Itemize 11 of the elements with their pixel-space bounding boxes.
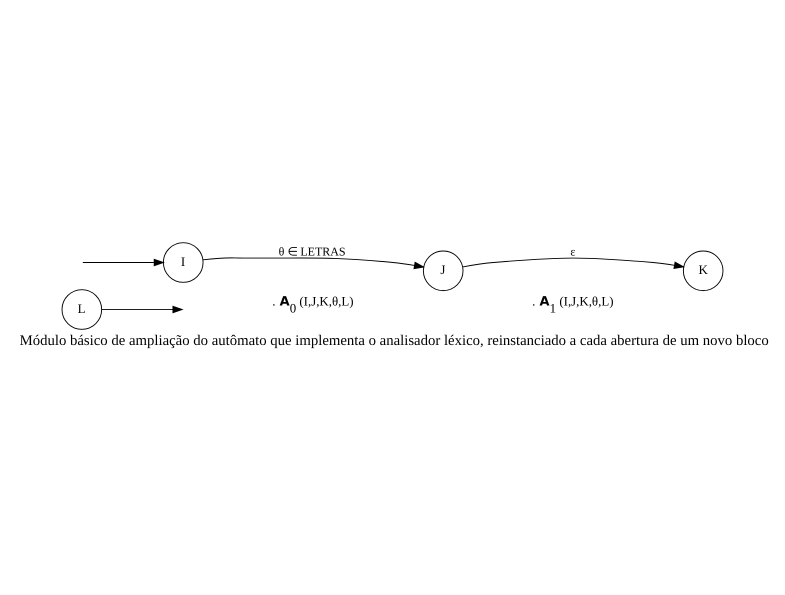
edge-label: ε bbox=[570, 244, 576, 258]
node-circle: I bbox=[162, 242, 204, 282]
node-circle: J bbox=[422, 250, 464, 291]
arrow bbox=[462, 257, 685, 269]
edge-label: θ ∈ LETRAS bbox=[278, 244, 346, 258]
node-circle: L bbox=[62, 288, 102, 330]
arrow bbox=[202, 256, 425, 269]
caption: Módulo básico de ampliação do autômato que implementa o analisador léxico, reinstanciado a cada abertura de um novo bloco bbox=[20, 332, 769, 348]
arrow bbox=[82, 258, 165, 266]
node-circle: K bbox=[682, 250, 724, 291]
arrow bbox=[101, 305, 184, 313]
